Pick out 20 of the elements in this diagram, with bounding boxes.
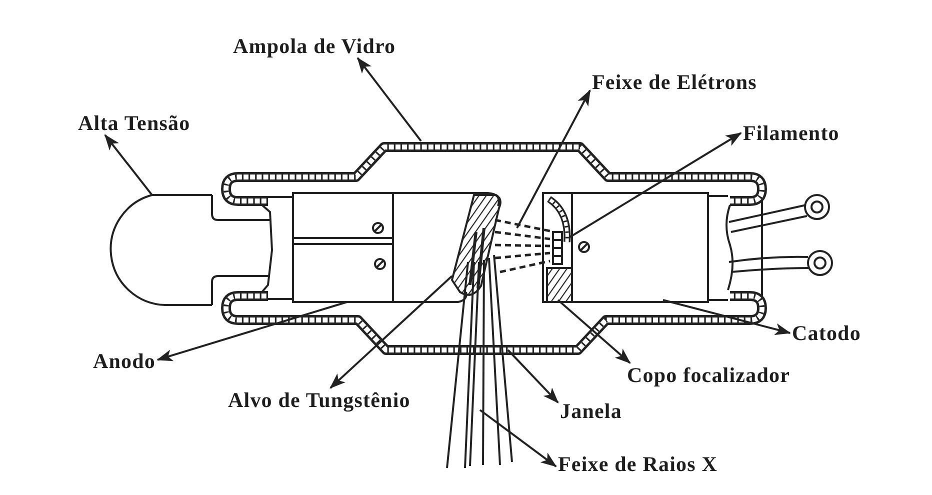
leader-arrow (507, 349, 559, 404)
leader-arrow (479, 409, 557, 468)
leader-arrow (356, 57, 422, 142)
part-label: Alvo de Tungstênio (226, 388, 412, 412)
part-label: Anodo (91, 349, 158, 373)
part-label: Janela (558, 399, 624, 423)
leader-arrow (104, 134, 153, 196)
part-label: Alta Tensão (76, 111, 192, 135)
part-label: Copo focalizador (625, 363, 792, 387)
part-label: Feixe de Elétrons (590, 70, 759, 94)
part-label: Ampola de Vidro (231, 34, 398, 58)
part-label: Filamento (741, 121, 842, 145)
leader-arrow (156, 301, 348, 362)
leader-arrow (662, 299, 791, 336)
leader-arrow (569, 132, 742, 238)
part-label: Feixe de Raios X (556, 452, 720, 476)
leader-arrow (516, 90, 591, 228)
part-label: Catodo (790, 321, 863, 345)
leader-arrow (330, 275, 453, 389)
leader-arrow (557, 299, 631, 364)
